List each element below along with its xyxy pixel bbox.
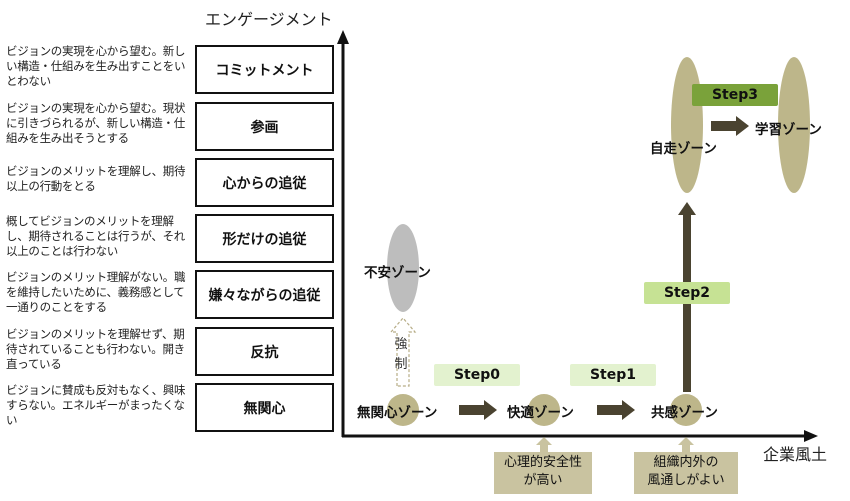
level-box-commitment: コミットメント — [195, 45, 334, 94]
anxiety-zone-label: 不安ゾーン — [364, 265, 431, 281]
level-description-participation: ビジョンの実現を心から望む。現状に引きづられるが、新しい構造・仕組みを生み出そう… — [6, 101, 186, 145]
force-label-2: 制 — [394, 357, 408, 372]
note-openness-pointer — [678, 437, 694, 452]
force-label-1: 強 — [394, 337, 408, 352]
autonomous-zone-ellipse — [671, 57, 703, 193]
level-description-formal-compliance: 概してビジョンのメリットを理解し、期待されることは行うが、それ以上のことは行わな… — [6, 214, 185, 258]
comfort-zone-label: 快適ゾーン — [507, 405, 574, 421]
step0-badge: Step0 — [434, 364, 520, 386]
level-description-genuine-compliance: ビジョンのメリットを理解し、期待以上の行動をとる — [6, 164, 186, 193]
level-box-genuine-compliance: 心からの追従 — [195, 158, 334, 207]
arrow-step0 — [459, 400, 497, 420]
level-box-grudging-compliance: 嫌々ながらの追従 — [195, 270, 334, 319]
learning-zone-label: 学習ゾーン — [755, 122, 822, 138]
level-description-noncompliance: ビジョンのメリットを理解せず、期待されていることも行わない。開き直っている — [6, 327, 185, 371]
comfort-zone-circle — [528, 394, 560, 426]
note-psychological-safety: 心理的安全性 が高い — [494, 452, 592, 494]
arrow-step3 — [711, 116, 749, 136]
force-dashed-arrow — [389, 317, 417, 387]
step1-badge: Step1 — [570, 364, 656, 386]
note-safety-line2: が高い — [523, 473, 563, 488]
note-openness-line1: 組織内外の — [653, 455, 719, 470]
y-axis-title: エンゲージメント — [205, 10, 333, 29]
step3-badge: Step3 — [692, 84, 778, 106]
level-description-apathy: ビジョンに賛成も反対もなく、興味すらない。エネルギーがまったくない — [6, 383, 186, 427]
x-axis-arrowhead — [804, 430, 818, 442]
step2-badge: Step2 — [644, 282, 730, 304]
note-openness: 組織内外の 風通しがよい — [634, 452, 738, 494]
indifferent-zone-label: 無関心ゾーン — [357, 405, 438, 421]
note-safety-line1: 心理的安全性 — [503, 455, 582, 470]
note-safety-pointer — [536, 437, 552, 452]
autonomous-zone-label: 自走ゾーン — [650, 141, 717, 157]
level-box-formal-compliance: 形だけの追従 — [195, 214, 334, 263]
anxiety-zone-ellipse — [387, 224, 419, 312]
arrow-step1 — [597, 400, 635, 420]
note-openness-line2: 風通しがよい — [647, 473, 725, 488]
level-box-participation: 参画 — [195, 102, 334, 151]
level-box-noncompliance: 反抗 — [195, 327, 334, 376]
indifferent-zone-circle — [387, 394, 419, 426]
level-description-commitment: ビジョンの実現を心から望む。新しい構造・仕組みを生み出すことをいとわない — [6, 44, 186, 88]
empathy-zone-circle — [670, 394, 702, 426]
level-description-grudging-compliance: ビジョンのメリット理解がない。職を維持したいために、義務感として一通りのことをす… — [6, 270, 186, 314]
y-axis-arrowhead — [337, 30, 349, 44]
empathy-zone-label: 共感ゾーン — [651, 405, 718, 421]
level-box-apathy: 無関心 — [195, 383, 334, 432]
x-axis-title: 企業風土 — [763, 445, 828, 464]
learning-zone-ellipse — [778, 57, 810, 193]
